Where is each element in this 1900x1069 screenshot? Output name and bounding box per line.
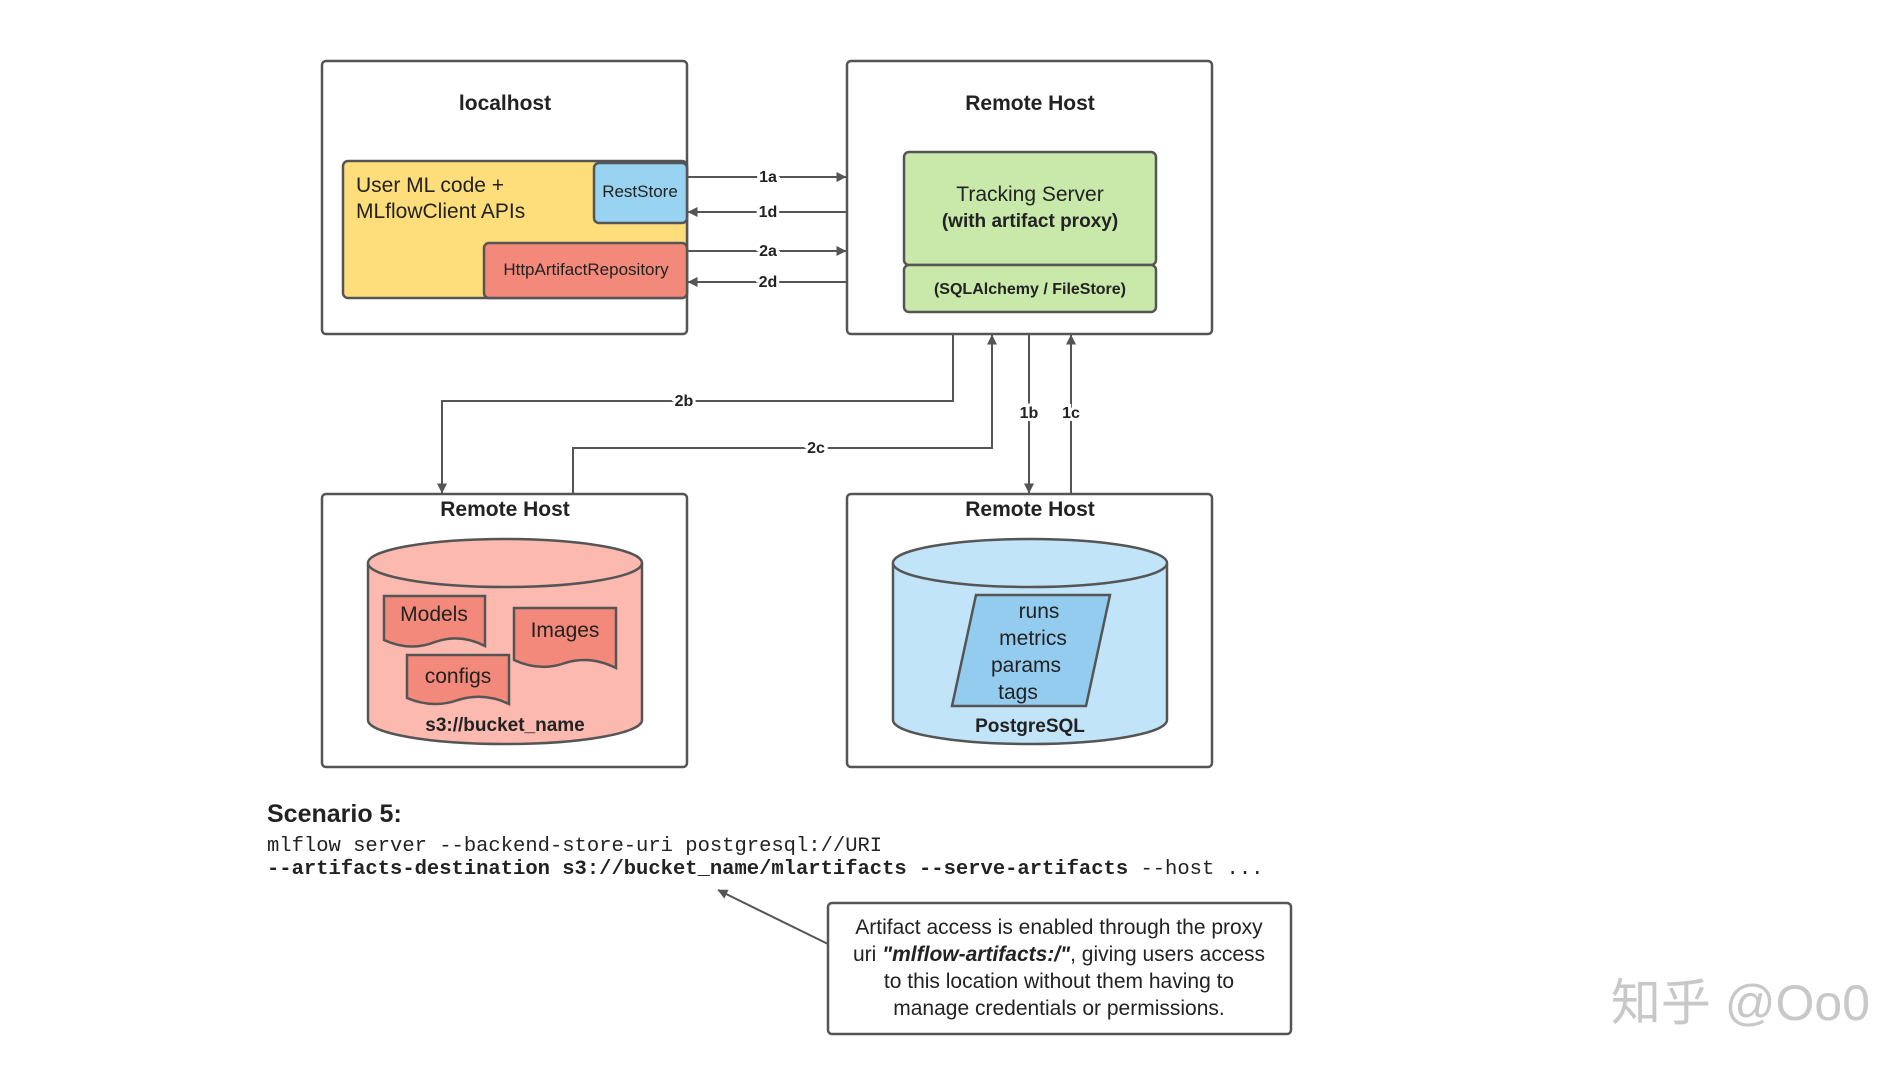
arrow-2c (572, 334, 997, 494)
http-artifact-repo-label: HttpArtifactRepository (503, 260, 669, 279)
note-line-1: Artifact access is enabled through the p… (855, 916, 1263, 939)
note-line-2-prefix: uri (853, 943, 882, 966)
client-code-label-line1: User ML code + (356, 174, 504, 197)
arrow-2c-label: 2c (807, 440, 825, 457)
tracking-server-label: Tracking Server (956, 183, 1103, 206)
arrow-1d-label: 1d (759, 204, 778, 221)
images-doc-icon (512, 606, 618, 671)
localhost-title: localhost (459, 92, 551, 115)
bucket-label: s3://bucket_name (425, 715, 584, 736)
note-pointer-arrow (717, 889, 829, 945)
note-line-4: manage credentials or permissions. (893, 997, 1225, 1020)
reststore-label: RestStore (602, 182, 678, 201)
entities-parallelogram (950, 593, 1112, 708)
client-code-label-line2: MLflowClient APIs (356, 200, 525, 223)
arrow-1c-label: 1c (1062, 405, 1080, 422)
tracking-server-box (902, 150, 1158, 267)
database-host-title: Remote Host (965, 498, 1095, 521)
command-line-2-rest: --host ... (1128, 858, 1263, 881)
entity-tags: tags (998, 681, 1038, 704)
note-box (826, 901, 1293, 1036)
command-line-2: --artifacts-destination s3://bucket_name… (267, 858, 1263, 881)
proxy-note: Artifact access is enabled through the p… (717, 889, 1293, 1036)
http-artifact-repo-box (482, 241, 689, 300)
localhost-box: localhost User ML code + MLflowClient AP… (320, 59, 689, 336)
entity-metrics: metrics (999, 627, 1067, 650)
watermark: 知乎 @Oo0 (1611, 975, 1870, 1031)
models-doc-icon (382, 594, 487, 649)
backend-store-label: (SQLAlchemy / FileStore) (934, 281, 1126, 298)
scenario-title: Scenario 5: (267, 800, 402, 828)
configs-doc-label: configs (425, 665, 492, 688)
configs-doc-icon (405, 653, 511, 706)
database-remote-host-box: Remote Host runs metrics params tags Pos… (845, 492, 1214, 769)
note-line-3: to this location without them having to (884, 970, 1234, 993)
reststore-box (592, 161, 689, 225)
arrow-2b (437, 334, 954, 494)
command-line-2-bold: --artifacts-destination s3://bucket_name… (267, 858, 1128, 881)
arrow-1b-label: 1b (1020, 405, 1039, 422)
artifact-remote-host-box: Remote Host Models Images configs s3://b… (320, 492, 689, 769)
artifact-host-title: Remote Host (440, 498, 570, 521)
entity-runs: runs (1019, 600, 1060, 623)
arrow-1a-label: 1a (759, 169, 777, 186)
postgresql-label: PostgreSQL (975, 716, 1085, 737)
backend-store-box (902, 263, 1158, 314)
arrow-2a-label: 2a (759, 243, 777, 260)
note-uri: "mlflow-artifacts:/" (882, 943, 1071, 966)
arrow-2b-label: 2b (675, 393, 694, 410)
tracking-host-title: Remote Host (965, 92, 1095, 115)
entity-params: params (991, 654, 1061, 677)
models-doc-label: Models (400, 603, 468, 626)
tracking-remote-host-box: Remote Host Tracking Server (with artifa… (845, 59, 1214, 336)
server-store-arrows: 2b 2c 1b 1c (437, 334, 1083, 494)
scenario-section: Scenario 5: mlflow server --backend-stor… (267, 800, 1263, 881)
command-line-1: mlflow server --backend-store-uri postgr… (267, 835, 882, 858)
client-server-arrows: 1a 1d 2a 2d (687, 166, 847, 294)
arrow-2d-label: 2d (759, 274, 778, 291)
artifact-proxy-label: (with artifact proxy) (942, 211, 1118, 232)
images-doc-label: Images (531, 619, 600, 642)
note-line-2: uri "mlflow-artifacts:/", giving users a… (853, 943, 1265, 966)
note-line-2-suffix: , giving users access (1070, 943, 1265, 966)
